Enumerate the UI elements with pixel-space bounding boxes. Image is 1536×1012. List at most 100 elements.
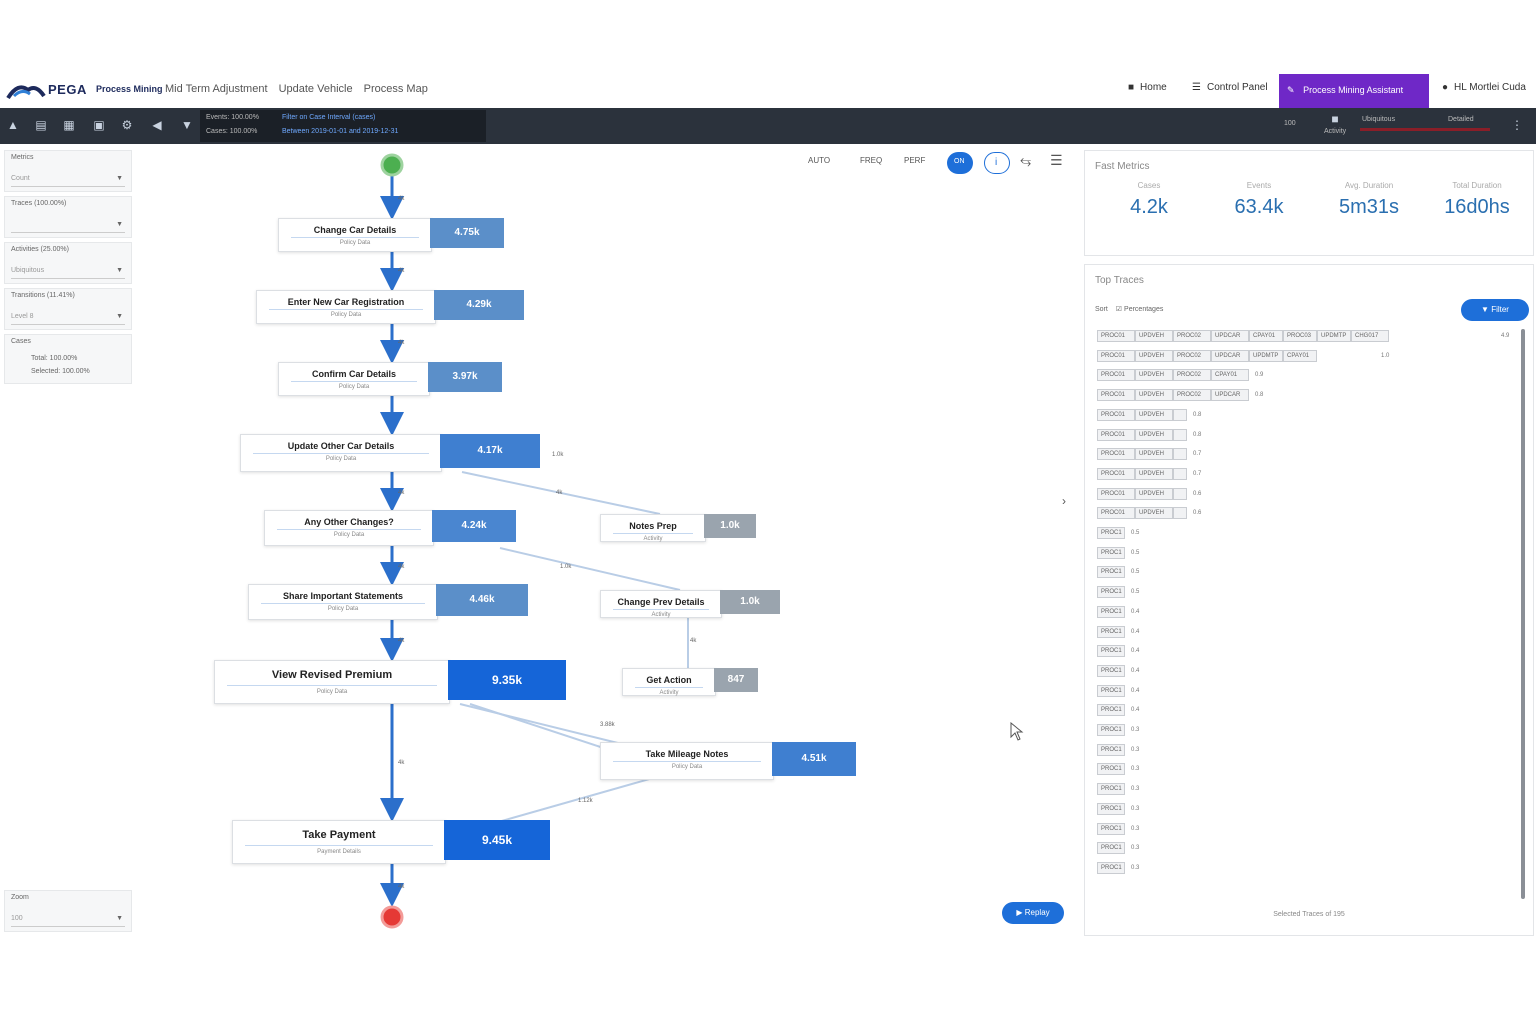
trace-percentage: 0.4 [1131, 628, 1140, 635]
more-icon[interactable]: ⋮ [1511, 118, 1523, 132]
activity-frequency-box[interactable]: 847 [714, 668, 758, 692]
activity-frequency-box[interactable]: 3.97k [428, 362, 502, 392]
list-icon[interactable]: ☰ [1050, 152, 1063, 168]
save-icon[interactable]: ▣ [93, 118, 105, 132]
traces-scrollbar[interactable] [1521, 329, 1525, 899]
transitions-select[interactable]: Level 8▼ [11, 313, 125, 325]
activity-frequency-box[interactable]: 1.0k [704, 514, 756, 538]
trace-activity-pill: PROC1 [1097, 625, 1125, 638]
breadcrumb-item[interactable]: Mid Term Adjustment [165, 83, 268, 95]
breadcrumb-item[interactable]: Update Vehicle [278, 83, 353, 95]
filter-icon[interactable]: ▼ [181, 118, 193, 132]
activity-divider [277, 529, 421, 530]
filter-traces-button[interactable]: ▼ Filter [1461, 299, 1529, 321]
replay-button[interactable]: ▶ Replay [1002, 902, 1064, 924]
activity-frequency-box[interactable]: 1.0k [720, 590, 780, 614]
traces-sort[interactable]: Sort ☑ Percentages [1095, 305, 1163, 313]
activity-frequency-box[interactable]: 9.35k [448, 660, 566, 700]
activity-frequency-box[interactable]: 9.45k [444, 820, 550, 860]
metrics-select[interactable]: Count▼ [11, 175, 125, 187]
transition-edge[interactable] [499, 547, 681, 591]
info-icon[interactable]: i [984, 152, 1010, 174]
share-icon[interactable]: ⥃ [1020, 152, 1032, 168]
active-filter-box[interactable]: Events: 100.00% Cases: 100.00% Filter on… [200, 110, 486, 142]
activity-icon[interactable]: ■ [1331, 112, 1339, 126]
home-link[interactable]: ■Home [1128, 82, 1167, 93]
activity-frequency-box[interactable]: 4.24k [432, 510, 516, 542]
control-panel-link[interactable]: ☰Control Panel [1192, 82, 1268, 93]
edge-label: 4k [398, 884, 405, 890]
activities-select[interactable]: Ubiquitous▼ [11, 267, 125, 279]
trace-activity-pill: UPDMTP [1317, 330, 1351, 342]
zoom-select[interactable]: 100▼ [11, 915, 125, 927]
process-mining-assistant-button[interactable]: ✎ Process Mining Assistant [1279, 74, 1429, 108]
trace-activity-pill: UPDVEH [1135, 408, 1173, 421]
transition-edge[interactable] [461, 471, 661, 515]
collapse-panel-icon[interactable]: › [1062, 494, 1066, 508]
user-menu[interactable]: ●HL Mortlei Cuda [1442, 82, 1526, 93]
main-activity-node[interactable]: Any Other Changes?Policy Data [264, 510, 434, 546]
frequency-view-toggle[interactable]: FREQ [860, 156, 883, 165]
trace-row[interactable]: PROC1 0.4 [1097, 625, 1517, 638]
performance-view-toggle[interactable]: PERF [904, 156, 926, 165]
traces-slider[interactable]: ▼ [11, 221, 125, 233]
detail-slider[interactable] [1360, 128, 1490, 131]
activity-frequency-box[interactable]: 4.17k [440, 434, 540, 468]
activity-frequency-box[interactable]: 4.29k [434, 290, 524, 320]
document-icon[interactable]: ▤ [35, 118, 47, 132]
map-icon[interactable]: ▲ [7, 118, 19, 132]
settings-icon[interactable]: ⚙ [121, 118, 133, 132]
end-node-icon[interactable] [380, 905, 404, 929]
chart-icon[interactable]: ▦ [63, 118, 75, 132]
edge-label: 1.0k [552, 452, 564, 458]
map-toggle-on[interactable]: ON [947, 152, 973, 174]
auto-layout-toggle[interactable]: AUTO [808, 156, 831, 165]
activity-frequency-box[interactable]: 4.51k [772, 742, 856, 776]
activity-frequency-box[interactable]: 4.75k [430, 218, 504, 248]
start-node-icon[interactable] [380, 153, 404, 177]
back-icon[interactable]: ◀ [152, 118, 162, 132]
checkbox-icon[interactable]: ☑ [1115, 306, 1123, 313]
edge-label: 4k [398, 340, 405, 346]
trace-percentage: 0.5 [1131, 589, 1140, 596]
activity-frequency-box[interactable]: 4.46k [436, 584, 528, 616]
